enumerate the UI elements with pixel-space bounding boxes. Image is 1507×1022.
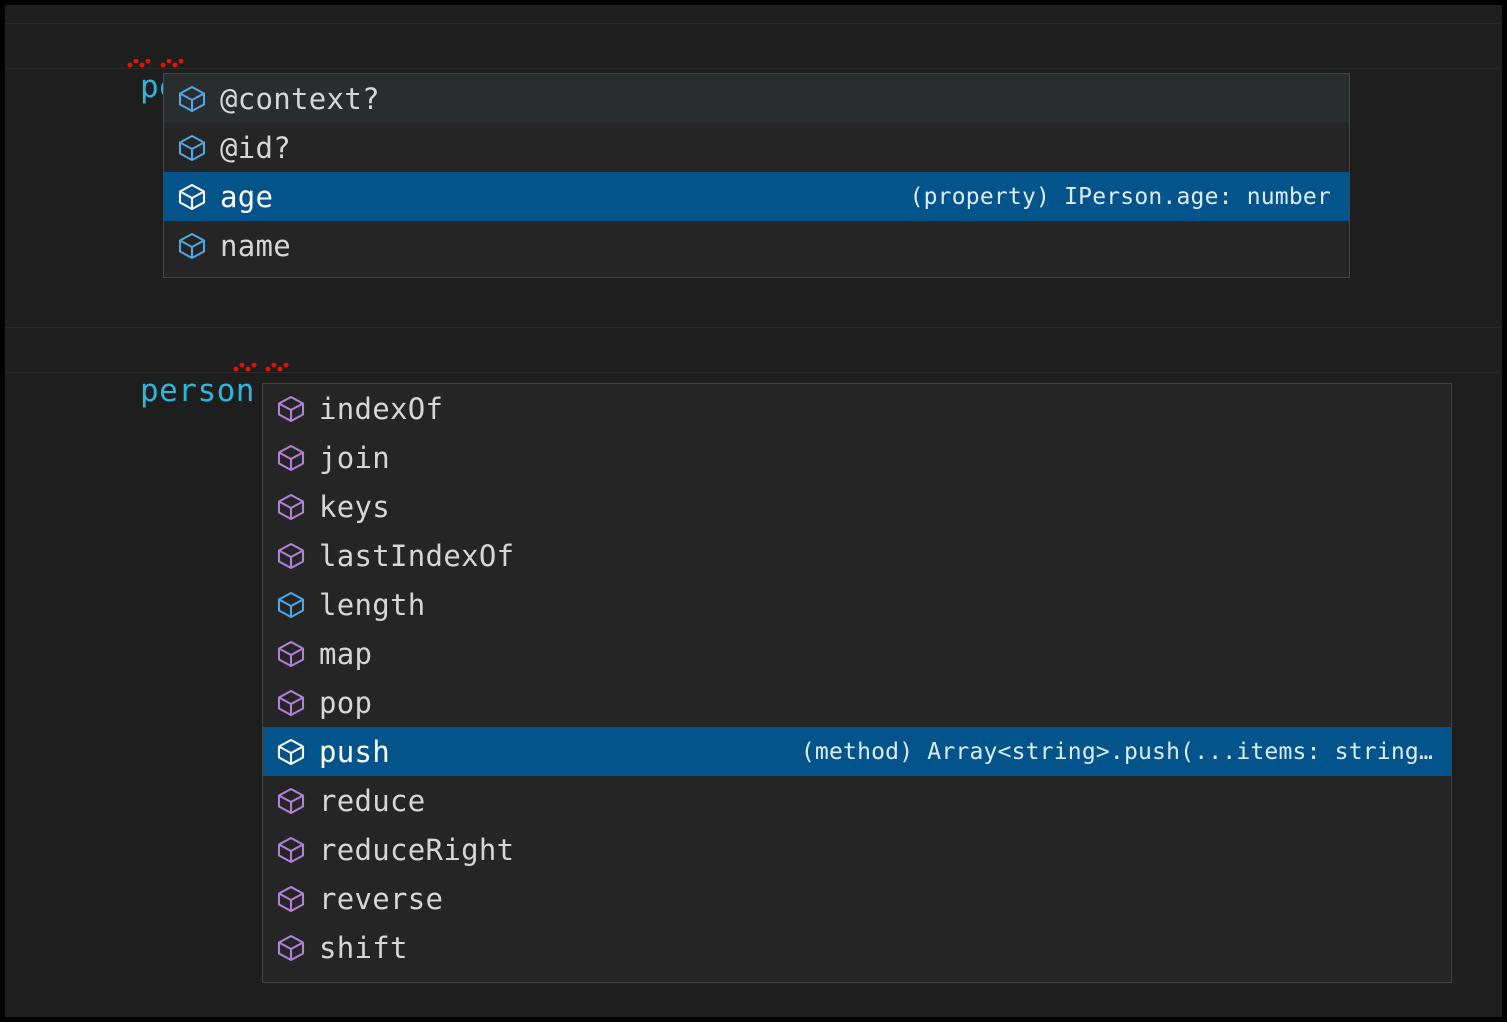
completion-item-label: join xyxy=(319,440,391,475)
error-squiggle-line-1-b xyxy=(160,59,184,68)
completion-item-label: pop xyxy=(319,685,373,720)
completion-item-join[interactable]: join xyxy=(263,433,1451,482)
method-cube-icon xyxy=(275,393,307,425)
completion-item-label: age xyxy=(220,179,274,214)
completion-item-context[interactable]: @context? xyxy=(164,74,1349,123)
completion-item-age[interactable]: age (property) IPerson.age: number xyxy=(164,172,1349,221)
method-cube-icon xyxy=(275,932,307,964)
method-cube-icon xyxy=(275,442,307,474)
completion-item-label: keys xyxy=(319,489,391,524)
error-squiggle-line-2-b xyxy=(265,363,289,372)
completion-item-reduce[interactable]: reduce xyxy=(263,776,1451,825)
property-cube-icon xyxy=(176,83,208,115)
method-cube-icon xyxy=(275,785,307,817)
completion-item-reduceright[interactable]: reduceRight xyxy=(263,825,1451,874)
completion-item-label: @id? xyxy=(220,130,292,165)
completion-item-push[interactable]: push (method) Array<string>.push(...item… xyxy=(263,727,1451,776)
method-cube-icon xyxy=(275,834,307,866)
completion-item-pop[interactable]: pop xyxy=(263,678,1451,727)
completion-item-shift[interactable]: shift xyxy=(263,923,1451,972)
completion-item-reverse[interactable]: reverse xyxy=(263,874,1451,923)
property-cube-icon xyxy=(275,589,307,621)
completion-item-length[interactable]: length xyxy=(263,580,1451,629)
property-cube-icon xyxy=(176,230,208,262)
token-variable-person: person xyxy=(139,373,255,409)
completion-item-label: reduce xyxy=(319,783,426,818)
completion-item-label: lastIndexOf xyxy=(319,538,515,573)
completion-item-map[interactable]: map xyxy=(263,629,1451,678)
completion-item-detail: (method) Array<string>.push(...items: st… xyxy=(800,738,1433,765)
completion-item-label: name xyxy=(220,228,292,263)
completion-list-person[interactable]: @context? @id? age xyxy=(163,73,1350,278)
completion-item-label: map xyxy=(319,636,373,671)
editor-line-2[interactable]: person.name.; xyxy=(5,327,1502,409)
completion-item-detail: (property) IPerson.age: number xyxy=(909,183,1331,210)
editor-line-1[interactable]: person.; xyxy=(5,23,1502,105)
property-cube-icon xyxy=(176,181,208,213)
method-cube-icon xyxy=(275,736,307,768)
method-cube-icon xyxy=(275,638,307,670)
completion-item-id[interactable]: @id? xyxy=(164,123,1349,172)
completion-item-label: reduceRight xyxy=(319,832,515,867)
completion-item-label: reverse xyxy=(319,881,444,916)
completion-item-name[interactable]: name xyxy=(164,221,1349,270)
error-squiggle-line-2-a xyxy=(233,363,257,372)
completion-item-label: @context? xyxy=(220,81,380,116)
completion-item-keys[interactable]: keys xyxy=(263,482,1451,531)
completion-item-label: indexOf xyxy=(319,391,444,426)
completion-item-lastindexof[interactable]: lastIndexOf xyxy=(263,531,1451,580)
completion-item-label: shift xyxy=(319,930,408,965)
completion-item-indexof[interactable]: indexOf xyxy=(263,384,1451,433)
completion-list-person-name[interactable]: indexOf join keys xyxy=(262,383,1452,983)
method-cube-icon xyxy=(275,491,307,523)
method-cube-icon xyxy=(275,687,307,719)
method-cube-icon xyxy=(275,883,307,915)
error-squiggle-line-1-a xyxy=(127,59,151,68)
method-cube-icon xyxy=(275,540,307,572)
completion-item-label: length xyxy=(319,587,426,622)
completion-item-label: push xyxy=(319,734,391,769)
code-editor[interactable]: person.; @context? xyxy=(5,5,1502,1017)
property-cube-icon xyxy=(176,132,208,164)
